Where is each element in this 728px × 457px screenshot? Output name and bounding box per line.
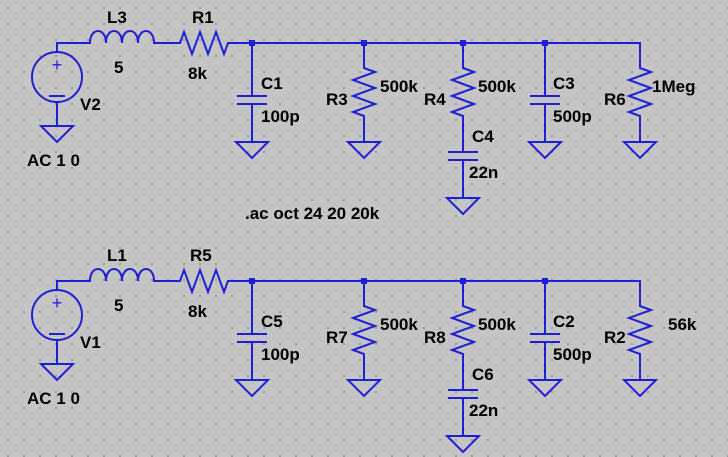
resistor-symbol[interactable] (345, 280, 383, 398)
resistor-symbol[interactable] (621, 280, 659, 398)
resistor-name: R3 (326, 90, 348, 109)
resistor-name: R1 (192, 8, 214, 27)
resistor-name: R5 (190, 246, 212, 265)
capacitor-value: 500p (553, 107, 592, 126)
capacitor-symbol[interactable] (444, 361, 482, 454)
capacitor-name: C3 (553, 74, 575, 93)
inductor-name: L3 (107, 8, 127, 27)
inductor-symbol[interactable] (88, 30, 156, 45)
resistor-symbol[interactable] (171, 29, 237, 57)
circuit-bottom: + (27, 246, 697, 454)
resistor-value: 8k (188, 64, 207, 83)
resistor-value: 500k (380, 77, 418, 96)
capacitor-value: 100p (261, 107, 300, 126)
inductor-symbol[interactable] (88, 268, 156, 283)
resistor-name: R6 (604, 90, 626, 109)
source-value: AC 1 0 (27, 389, 80, 408)
capacitor-name: C5 (261, 312, 283, 331)
capacitor-name: C6 (472, 365, 494, 384)
inductor-value: 5 (114, 58, 123, 77)
voltage-source-symbol[interactable]: + (31, 51, 83, 103)
source-name: V2 (80, 95, 101, 114)
resistor-symbol[interactable] (345, 42, 383, 160)
resistor-symbol[interactable] (171, 267, 237, 295)
capacitor-value: 22n (469, 163, 498, 182)
capacitor-name: C1 (261, 74, 283, 93)
capacitor-symbol[interactable] (526, 280, 564, 398)
ground-symbol (38, 363, 76, 382)
resistor-name: R4 (424, 90, 446, 109)
capacitor-name: C2 (553, 312, 575, 331)
capacitor-value: 22n (469, 401, 498, 420)
resistor-name: R2 (604, 328, 626, 347)
capacitor-name: C4 (472, 127, 494, 146)
capacitor-value: 500p (553, 345, 592, 364)
inductor-name: L1 (107, 246, 127, 265)
resistor-name: R7 (326, 328, 348, 347)
source-name: V1 (80, 333, 101, 352)
resistor-value: 500k (380, 315, 418, 334)
resistor-value: 1Meg (652, 77, 695, 96)
resistor-symbol[interactable] (449, 42, 477, 125)
spice-directive[interactable]: .ac oct 24 20 20k (245, 204, 380, 223)
resistor-value: 500k (478, 77, 516, 96)
resistor-value: 8k (188, 302, 207, 321)
capacitor-value: 100p (261, 345, 300, 364)
resistor-value: 500k (478, 315, 516, 334)
capacitor-symbol[interactable] (233, 280, 271, 398)
voltage-source-symbol[interactable]: + (31, 289, 83, 341)
capacitor-symbol[interactable] (526, 42, 564, 160)
circuit-top: + (27, 8, 695, 216)
svg-text:+: + (52, 55, 63, 75)
source-value: AC 1 0 (27, 151, 80, 170)
capacitor-symbol[interactable] (233, 42, 271, 160)
capacitor-symbol[interactable] (444, 123, 482, 216)
resistor-name: R8 (424, 328, 446, 347)
resistor-value: 56k (668, 315, 697, 334)
svg-text:+: + (52, 293, 63, 313)
resistor-symbol[interactable] (449, 280, 477, 363)
ground-symbol (38, 125, 76, 144)
inductor-value: 5 (114, 296, 123, 315)
resistor-symbol[interactable] (621, 42, 659, 160)
